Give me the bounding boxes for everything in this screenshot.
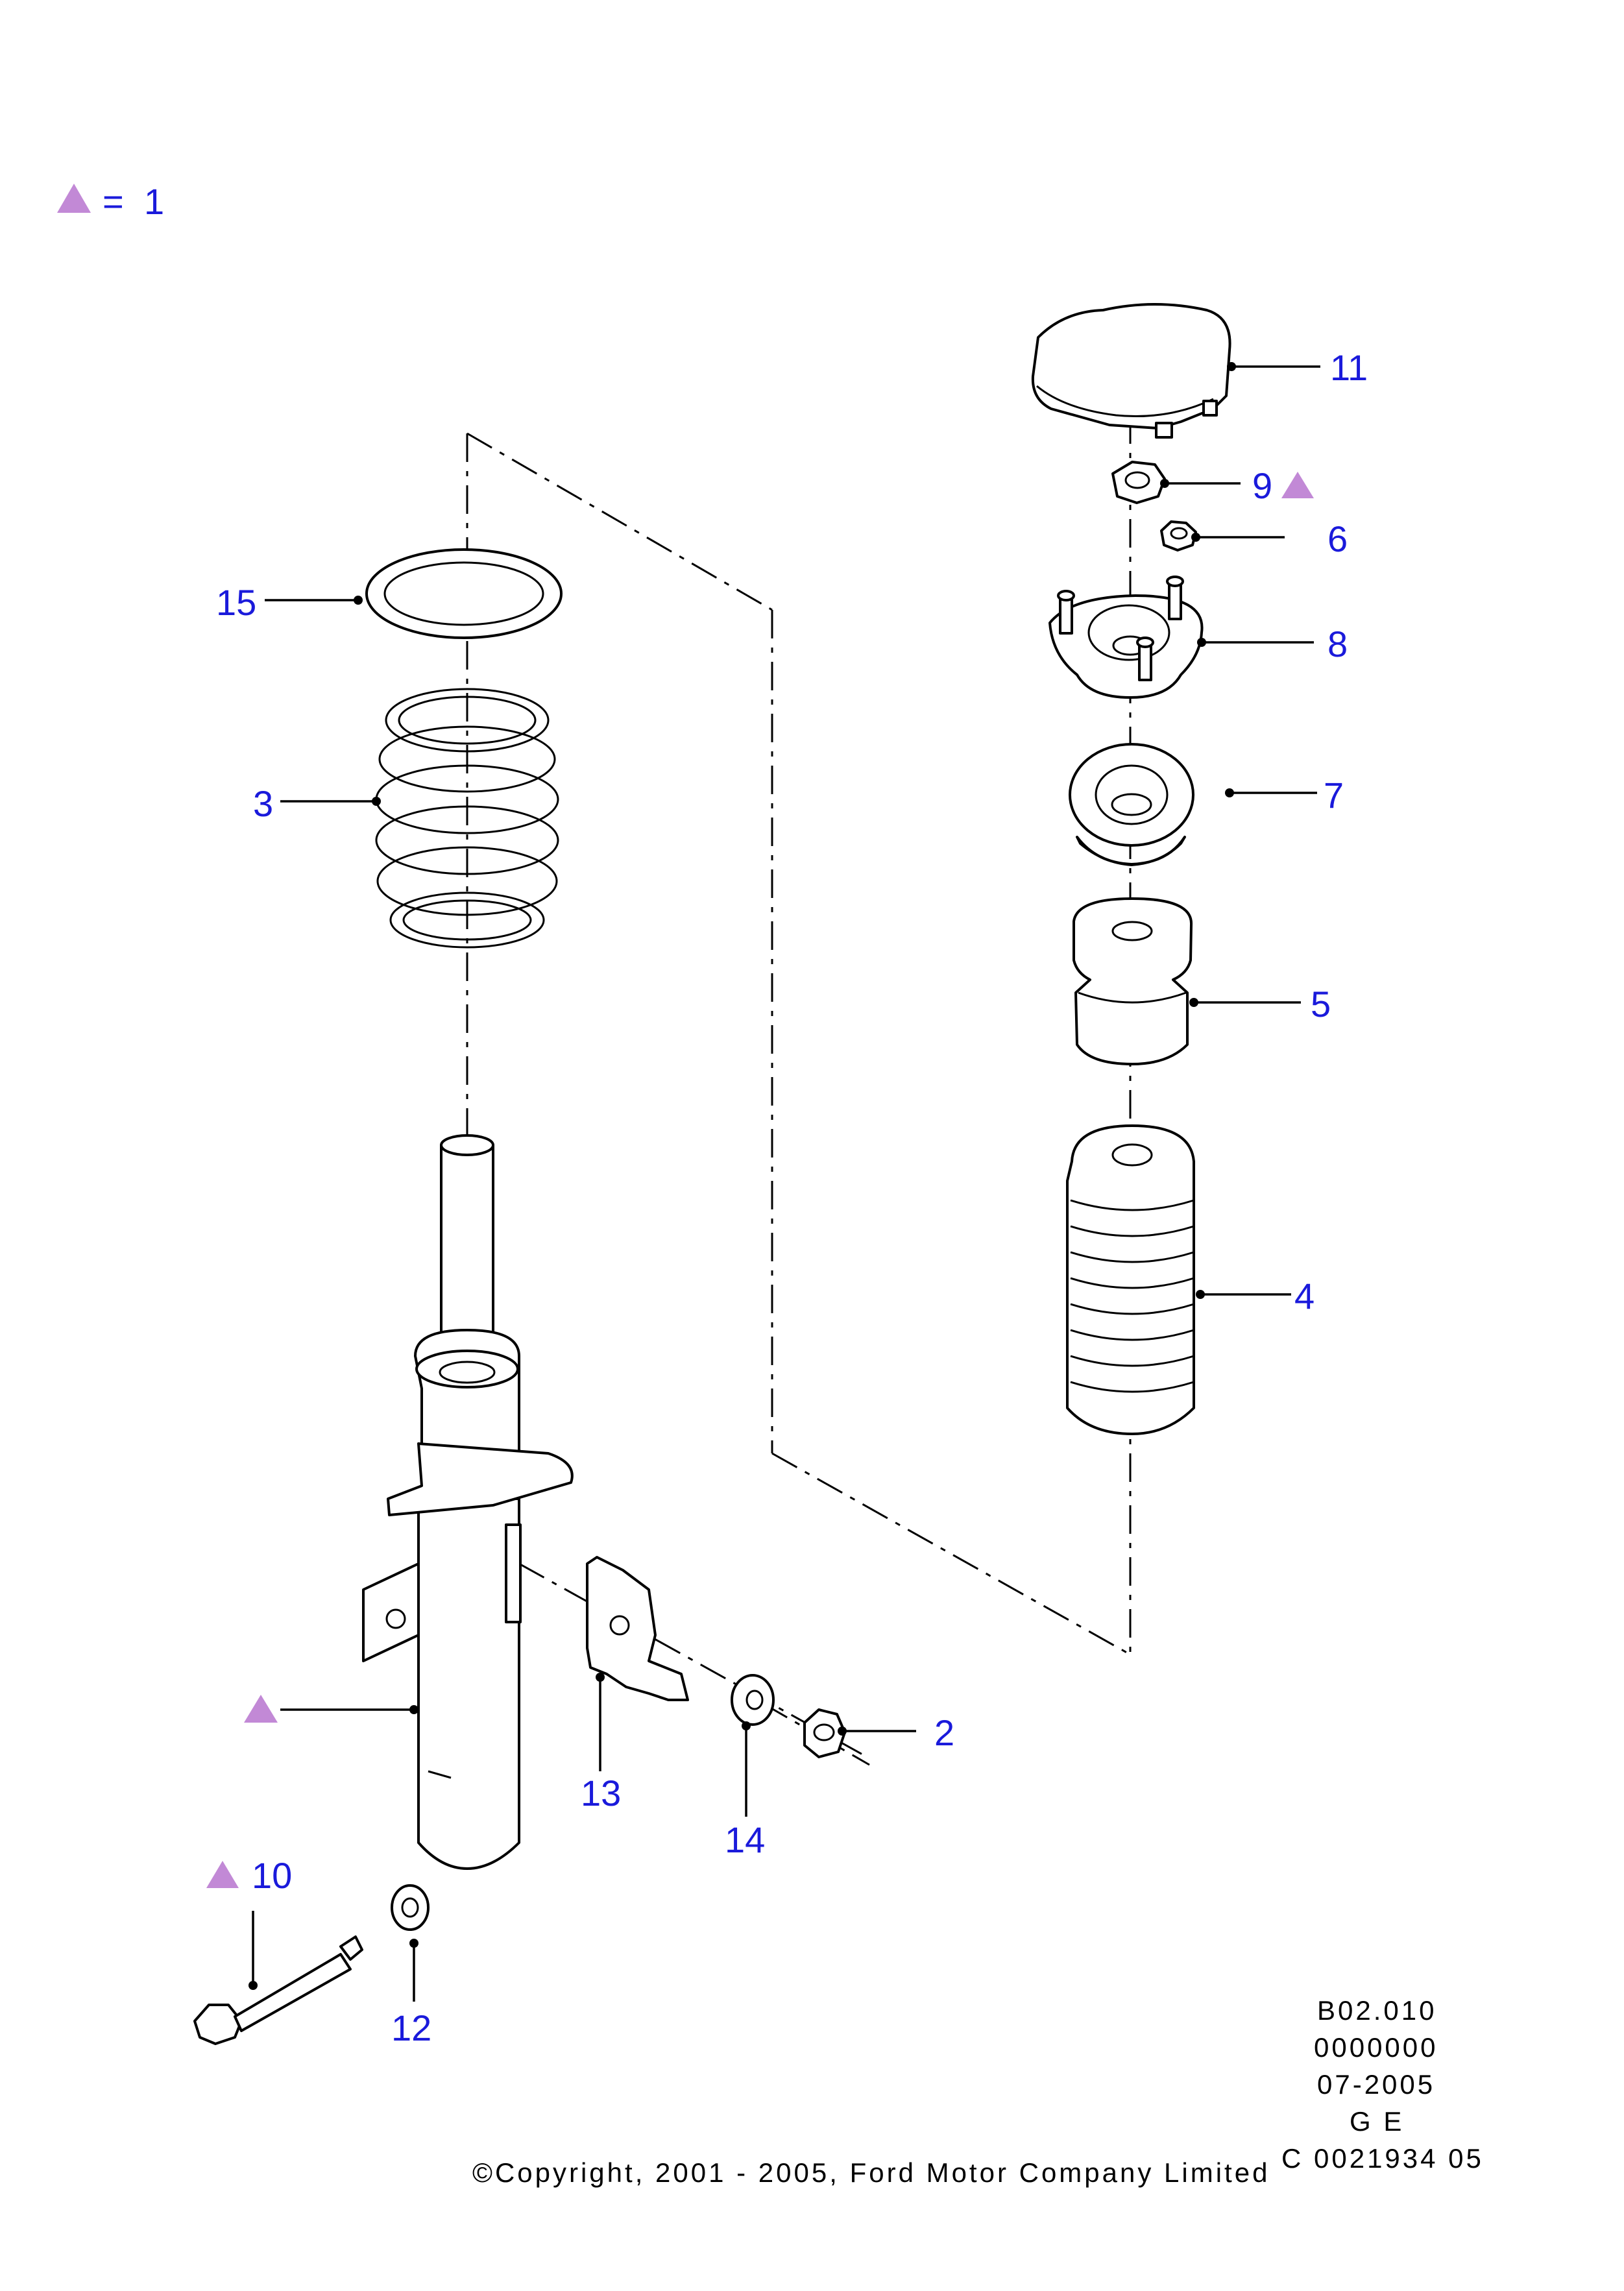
callout-10-triangle-icon <box>206 1861 239 1888</box>
callout-2: 2 <box>934 1712 954 1753</box>
legend: = 1 <box>57 181 164 222</box>
copyright-text: ©Copyright, 2001 - 2005, Ford Motor Comp… <box>472 2157 1270 2188</box>
assembly-lines <box>466 415 1132 1766</box>
callout-11: 11 <box>1330 347 1368 388</box>
info-block: B02.010 0000000 07-2005 G E C 0021934 05 <box>1281 1995 1484 2174</box>
bracket-part <box>586 1556 689 1701</box>
info-line-1: B02.010 <box>1317 1995 1436 2026</box>
callout-12: 12 <box>391 2007 431 2048</box>
callout-8: 8 <box>1327 624 1348 664</box>
callout-7: 7 <box>1324 775 1344 816</box>
callout-10: 10 <box>252 1855 292 1896</box>
callout-9-triangle-icon <box>1281 472 1314 498</box>
info-line-3: 07-2005 <box>1317 2069 1435 2100</box>
callout-14: 14 <box>725 1819 765 1860</box>
callout-9: 9 <box>1252 465 1272 506</box>
bearing-part <box>1069 743 1194 866</box>
nut-part-6 <box>1160 520 1197 552</box>
strut-triangle-icon <box>244 1695 278 1723</box>
callout-3: 3 <box>253 783 273 824</box>
top-mount-part <box>1048 576 1204 699</box>
nut-part-2 <box>803 1708 846 1758</box>
strut-part <box>362 1134 574 1870</box>
callout-4: 4 <box>1294 1276 1315 1316</box>
dust-boot-part <box>1066 1124 1195 1435</box>
bolt-part <box>193 1935 363 2045</box>
callout-labels: 11 9 6 8 7 5 4 15 3 10 12 13 14 2 <box>206 347 1368 2048</box>
washer-part <box>731 1674 775 1726</box>
callout-5: 5 <box>1311 984 1331 1024</box>
bump-stop-part <box>1073 897 1193 1065</box>
leader-lines <box>248 362 1320 2002</box>
info-line-4: G E <box>1350 2106 1404 2137</box>
callout-13: 13 <box>581 1773 621 1813</box>
info-line-2: 0000000 <box>1314 2032 1438 2063</box>
nut-part-12 <box>391 1884 430 1931</box>
legend-equals: = <box>103 181 124 222</box>
top-cover-part <box>1031 303 1231 439</box>
nut-part-9 <box>1111 461 1166 504</box>
legend-value: 1 <box>144 181 164 222</box>
info-line-5: C 0021934 05 <box>1281 2143 1484 2174</box>
legend-triangle-icon <box>57 184 91 213</box>
callout-6: 6 <box>1327 518 1348 559</box>
callout-15: 15 <box>216 582 256 623</box>
spring-insulator-part <box>365 548 563 639</box>
